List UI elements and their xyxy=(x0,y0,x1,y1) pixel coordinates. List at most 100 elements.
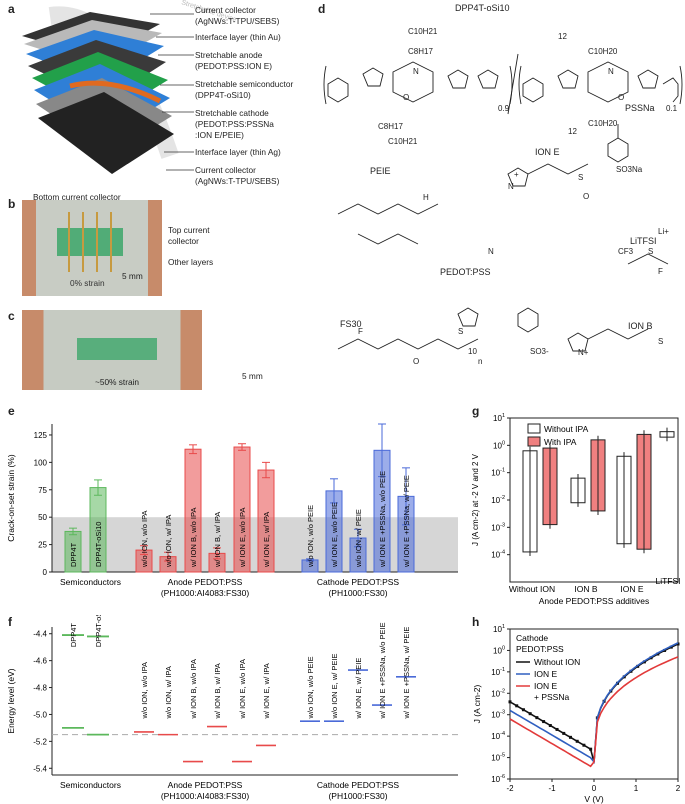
y-tick-label: 100 xyxy=(493,645,505,655)
group-label: (PH1000:FS30) xyxy=(328,791,387,801)
svg-text:S: S xyxy=(648,247,653,256)
x-group-label: ION B xyxy=(574,584,597,594)
svg-text:N+: N+ xyxy=(578,348,589,357)
level-label: w/ ION E, w/ IPA xyxy=(262,663,271,719)
bar-label: w/ ION E, w/ IPA xyxy=(262,512,271,568)
y-tick-label: 125 xyxy=(34,431,48,440)
legend-title: PEDOT:PSS xyxy=(516,644,564,654)
device-photo-50-strain xyxy=(22,310,202,390)
group-label: (PH1000:AI4083:FS30) xyxy=(161,588,250,598)
x-axis-label: V (V) xyxy=(584,794,604,804)
svg-text:12: 12 xyxy=(568,127,577,136)
y-tick-label: 50 xyxy=(38,513,47,522)
svg-text:S: S xyxy=(658,337,663,346)
y-tick-label: 10-4 xyxy=(491,731,505,741)
layer-label-2: Interface layer (thin Au) xyxy=(195,32,281,42)
panel-label-h: h xyxy=(472,615,480,629)
svg-text:O: O xyxy=(403,93,409,102)
bottom-collector-label: Bottom current collector xyxy=(33,192,121,202)
x-group-label: ION E xyxy=(620,584,643,594)
y-tick-label: -5.0 xyxy=(33,710,47,719)
svg-text:H: H xyxy=(423,193,429,202)
x-tick-label: 0 xyxy=(592,784,597,793)
scale-bar-c: 5 mm xyxy=(242,371,263,381)
y-axis-label: Energy level (eV) xyxy=(6,668,16,733)
y-axis-label: Crack-on-set strain (%) xyxy=(6,454,16,542)
y-tick-label: -5.4 xyxy=(33,764,47,773)
x-group-label: LiTFSI xyxy=(655,576,680,586)
ion-e-label: ION E xyxy=(535,147,560,157)
legend-pssna-2: + PSSNa xyxy=(534,692,569,702)
x-tick-label: -2 xyxy=(506,784,514,793)
y-tick-label: 10-3 xyxy=(491,522,505,532)
bar-label: w/ ION E +PSSNa, w/ PEIE xyxy=(402,475,411,568)
bar-label: DPP4T-oSi10 xyxy=(94,522,103,567)
bar-label: w/o ION, w/ IPA xyxy=(164,515,173,568)
group-label: Semiconductors xyxy=(60,780,121,790)
svg-text:F: F xyxy=(658,267,663,276)
y-tick-label: 10-6 xyxy=(491,774,505,784)
legend-without: Without IPA xyxy=(544,424,589,434)
y-tick-label: 100 xyxy=(493,440,505,450)
y-tick-label: -4.4 xyxy=(33,630,47,639)
legend-without: Without ION xyxy=(534,657,580,667)
y-tick-label: -5.2 xyxy=(33,737,47,746)
panel-label-e: e xyxy=(8,404,15,418)
group-label: Anode PEDOT:PSS xyxy=(168,577,243,587)
svg-text:SO3Na: SO3Na xyxy=(616,165,643,174)
x-axis-label: Anode PEDOT:PSS additives xyxy=(539,596,650,606)
svg-text:C8H17: C8H17 xyxy=(408,47,433,56)
legend-with: With IPA xyxy=(544,437,577,447)
peie-label: PEIE xyxy=(370,166,391,176)
y-axis-label: J (A cm-2) xyxy=(472,684,482,723)
x-tick-label: 1 xyxy=(634,784,639,793)
bar-label: w/ ION E +PSSNa, w/o PEIE xyxy=(378,471,387,568)
fs30-label: FS30 xyxy=(340,319,362,329)
svg-text:S: S xyxy=(458,327,463,336)
layer-label-0: Current collector xyxy=(195,5,256,15)
bar-label: w/ ION E, w/o IPA xyxy=(238,508,247,568)
layer-label-10: Interface layer (thin Ag) xyxy=(195,147,281,157)
panel-label-f: f xyxy=(8,615,12,629)
layer-label-7: Stretchable cathode xyxy=(195,108,269,118)
level-label: w/ ION B, w/o IPA xyxy=(189,659,198,719)
pedot-pss-label: PEDOT:PSS xyxy=(440,267,491,277)
svg-text:+: + xyxy=(514,170,519,179)
device-photo-0-strain xyxy=(22,200,162,296)
legend-pssna: ION E xyxy=(534,681,557,691)
y-tick-label: 101 xyxy=(493,624,505,634)
y-tick-label: 0 xyxy=(43,568,48,577)
legend-title: Cathode xyxy=(516,633,548,643)
group-label: Semiconductors xyxy=(60,577,121,587)
y-tick-label: 101 xyxy=(493,413,505,423)
level-label: w/ ION E, w/ PEIE xyxy=(354,658,363,720)
legend-swatch-without xyxy=(527,423,541,434)
level-label: w/ ION E, w/o IPA xyxy=(238,659,247,719)
top-collector-label-2: collector xyxy=(168,236,199,246)
panel-label-b: b xyxy=(8,197,16,211)
panel-label-a: a xyxy=(8,2,15,16)
group-label: Cathode PEDOT:PSS xyxy=(317,577,400,587)
strain-0-label: 0% strain xyxy=(70,278,105,288)
layer-label-5: Stretchable semiconductor xyxy=(195,79,294,89)
litfsi-label: LiTFSI xyxy=(630,236,657,246)
bar-label: w/o ION, w/o PEIE xyxy=(306,505,315,568)
other-layers-label: Other layers xyxy=(168,257,214,267)
y-tick-label: 10-1 xyxy=(491,468,505,478)
svg-text:Li+: Li+ xyxy=(658,227,669,236)
y-axis-label: J (A cm-2) at -2 V and 2 V xyxy=(471,453,480,546)
svg-text:0.9: 0.9 xyxy=(498,104,510,113)
legend-swatch-with xyxy=(527,436,541,447)
data-point xyxy=(508,700,512,704)
panel-label-c: c xyxy=(8,309,15,323)
level-label: w/ ION B, w/ IPA xyxy=(213,663,222,719)
group-label: Cathode PEDOT:PSS xyxy=(317,780,400,790)
jv-curve xyxy=(509,656,679,768)
ion-b-label: ION B xyxy=(628,321,653,331)
svg-text:SO3-: SO3- xyxy=(530,347,549,356)
bar-label: w/ ION E, w/o PEIE xyxy=(330,502,339,568)
level-label: w/ ION E +PSSNa, w/o PEIE xyxy=(378,622,387,719)
y-tick-label: 10-4 xyxy=(491,550,505,560)
